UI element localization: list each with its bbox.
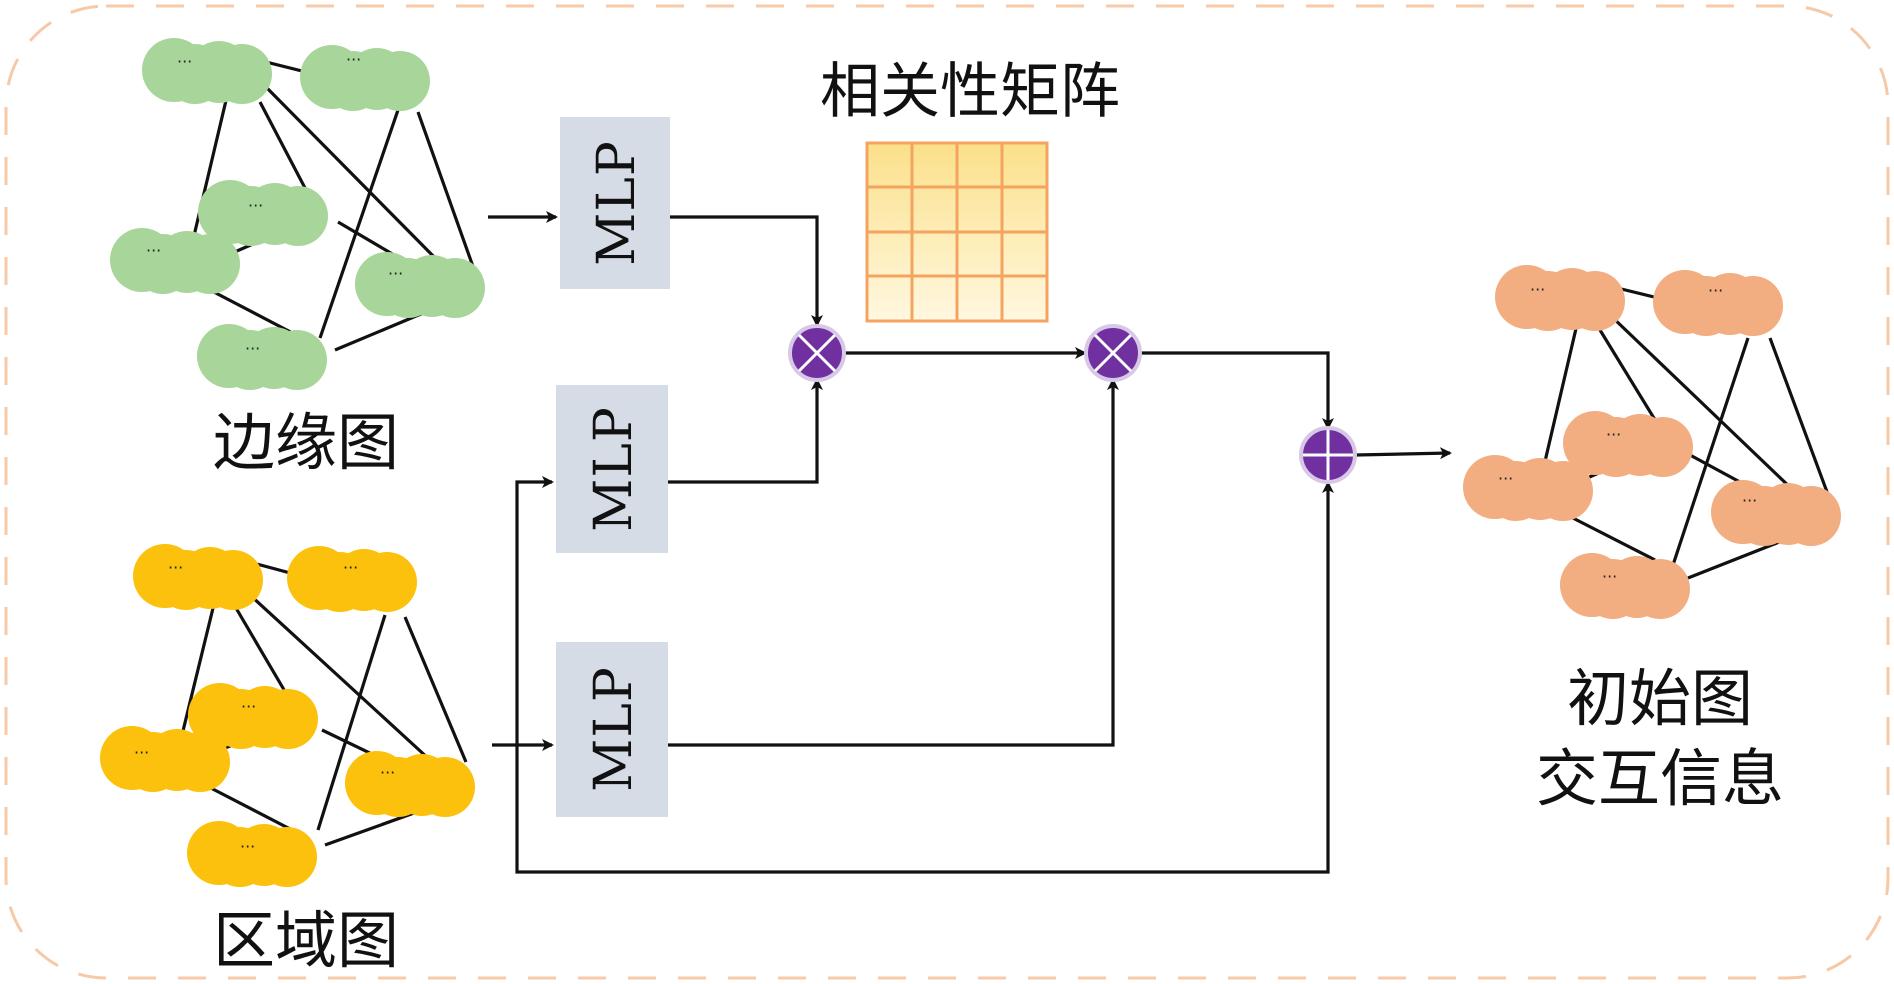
node-label: ··· — [1606, 425, 1621, 444]
output-graph-nodes — [1463, 265, 1841, 619]
node-label: ··· — [1602, 567, 1617, 586]
edge-graph: ··· ··· ··· ··· ··· ··· 边缘图 — [110, 38, 485, 479]
node-label: ··· — [248, 196, 263, 215]
mlp-middle-label: MLP — [584, 406, 644, 532]
mlp-bottom: MLP — [556, 642, 668, 817]
mlp-bottom-label: MLP — [584, 666, 644, 792]
node-label: ··· — [245, 339, 260, 358]
mlp-top: MLP — [560, 117, 670, 289]
output-label-line2: 交互信息 — [1536, 742, 1784, 815]
output-label-line1: 初始图 — [1567, 662, 1753, 735]
edge-graph-label: 边缘图 — [213, 406, 399, 479]
region-graph-nodes — [100, 544, 475, 887]
dashed-frame — [4, 4, 1890, 980]
node-label: ··· — [168, 558, 183, 577]
matrix-title: 相关性矩阵 — [820, 57, 1120, 127]
mlp-top-label: MLP — [587, 140, 647, 266]
region-graph: ··· ··· ··· ··· ··· ··· 区域图 — [100, 544, 475, 977]
node-label: ··· — [388, 264, 403, 283]
node-label: ··· — [1742, 491, 1757, 510]
mlp-middle: MLP — [556, 385, 668, 553]
node-label: ··· — [241, 697, 256, 716]
node-label: ··· — [240, 837, 255, 856]
node-label: ··· — [1530, 280, 1545, 299]
multiply-icon — [788, 324, 846, 382]
edge-graph-nodes — [110, 38, 485, 390]
node-label: ··· — [177, 52, 192, 71]
node-label: ··· — [1498, 469, 1513, 488]
node-label: ··· — [343, 558, 358, 577]
output-graph: ··· ··· ··· ··· ··· ··· 初始图 交互信息 — [1463, 265, 1841, 815]
correlation-matrix — [865, 141, 1049, 323]
region-graph-label: 区域图 — [213, 904, 399, 977]
node-label: ··· — [346, 50, 361, 69]
plus-icon — [1299, 426, 1357, 484]
multiply-icon — [1084, 324, 1142, 382]
node-label: ··· — [146, 241, 161, 260]
node-label: ··· — [1708, 281, 1723, 300]
node-label: ··· — [134, 743, 149, 762]
node-label: ··· — [380, 763, 395, 782]
connectors — [488, 211, 1452, 874]
